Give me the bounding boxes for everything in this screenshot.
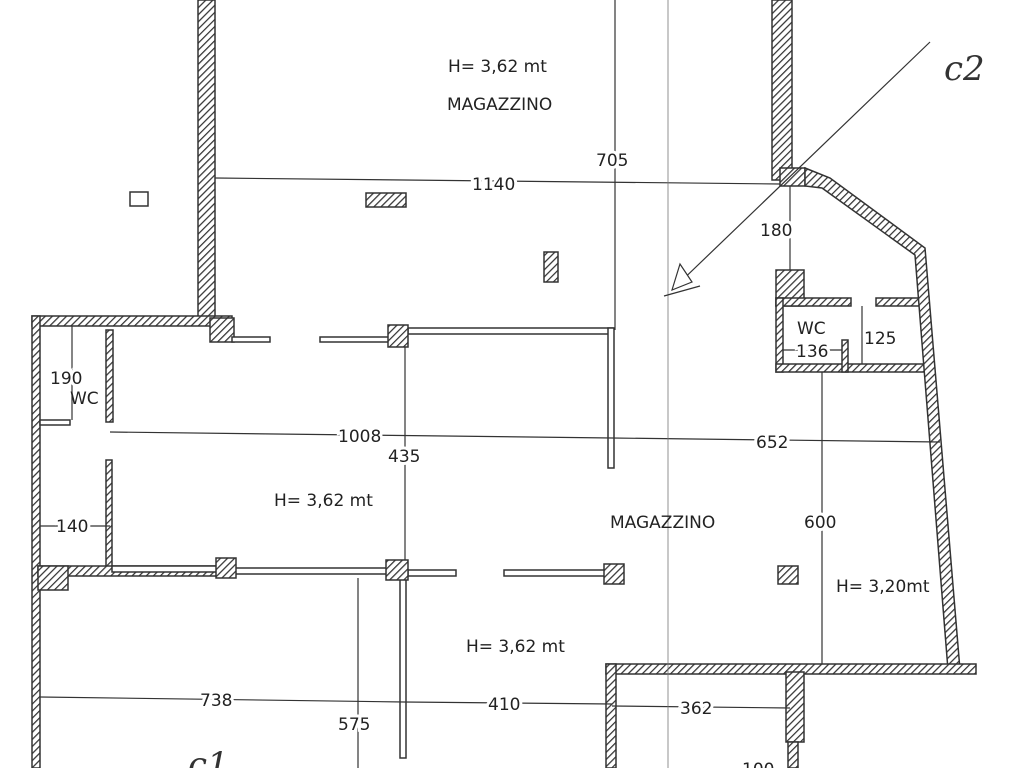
wall-wc-right-left bbox=[775, 297, 784, 373]
wall-top-right-vertical bbox=[771, 0, 793, 181]
room-top-name: MAGAZZINO bbox=[447, 95, 552, 115]
annotation-c2: c2 bbox=[944, 49, 985, 89]
wc-left-door bbox=[39, 419, 71, 426]
pillar-3 bbox=[387, 324, 409, 348]
dim-line-410 bbox=[403, 701, 613, 705]
wall-pillar-left-lower bbox=[37, 565, 69, 591]
wall-outer-left bbox=[31, 315, 41, 768]
partition-lower-b bbox=[231, 567, 391, 575]
dim-435: 435 bbox=[388, 447, 420, 467]
wall-wc-right-top2 bbox=[875, 297, 925, 307]
pillar-7 bbox=[777, 565, 799, 585]
wall-bottom-right-vertical bbox=[785, 671, 805, 743]
dim-1008: 1008 bbox=[338, 427, 381, 447]
dim-140: 140 bbox=[56, 517, 88, 537]
pillar-6 bbox=[603, 563, 625, 585]
wall-top-left-vertical bbox=[197, 0, 216, 323]
dim-738: 738 bbox=[200, 691, 232, 711]
wall-bottom-inner-vertical bbox=[605, 663, 617, 768]
wc-right-label: WC bbox=[797, 319, 826, 339]
wall-left-upper-horizontal bbox=[31, 315, 233, 327]
dim-line-362 bbox=[611, 705, 791, 709]
pillar-2 bbox=[543, 251, 559, 283]
wall-pillar-left-upper bbox=[209, 317, 235, 343]
dim-180: 180 bbox=[760, 221, 792, 241]
dimension-lines bbox=[39, 0, 941, 768]
partition-lower-vertical bbox=[399, 577, 407, 759]
dim-125: 125 bbox=[864, 329, 896, 349]
dim-410: 410 bbox=[488, 695, 520, 715]
walls bbox=[31, 0, 977, 768]
pillar-4 bbox=[215, 557, 237, 579]
handwritten-annotations: c2 c1 bbox=[188, 49, 985, 768]
partition-upper-vertical bbox=[607, 327, 615, 469]
small-square-marker bbox=[129, 191, 149, 207]
pillars bbox=[215, 192, 799, 585]
partition-lower-d bbox=[503, 569, 615, 577]
wall-wc-right-top bbox=[775, 297, 852, 307]
dim-575: 575 bbox=[338, 715, 370, 735]
partitions bbox=[39, 327, 615, 759]
partition-upper-b bbox=[319, 336, 391, 343]
wall-bottom-right-small bbox=[787, 741, 799, 768]
pillar-5 bbox=[385, 559, 409, 581]
wall-wc-right-bottom bbox=[775, 363, 935, 373]
dim-652: 652 bbox=[756, 433, 788, 453]
dim-705: 705 bbox=[596, 151, 628, 171]
section-arrow-c2 bbox=[663, 41, 931, 297]
dim-line-738 bbox=[39, 696, 405, 703]
partition-lower-c bbox=[407, 569, 457, 577]
partition-lower-a bbox=[111, 565, 223, 573]
dim-190: 190 bbox=[50, 369, 82, 389]
room-right-height: H= 3,20mt bbox=[836, 577, 930, 597]
partition-upper-c bbox=[407, 327, 614, 335]
dim-line-652 bbox=[611, 437, 941, 443]
dim-600: 600 bbox=[804, 513, 836, 533]
dim-100: 100 bbox=[742, 760, 774, 768]
pillar-1 bbox=[365, 192, 407, 208]
dim-362: 362 bbox=[680, 699, 712, 719]
wall-left-mid-vertical bbox=[105, 459, 113, 571]
dim-136: 136 bbox=[796, 342, 828, 362]
dim-1140: 1140 bbox=[472, 175, 515, 195]
wc-left-label: WC bbox=[70, 389, 99, 409]
partition-upper-a bbox=[231, 336, 271, 343]
room-bottom-height: H= 3,62 mt bbox=[466, 637, 565, 657]
annotation-c1: c1 bbox=[188, 745, 229, 768]
dim-line-1008 bbox=[109, 431, 613, 439]
room-labels: H= 3,62 mt MAGAZZINO H= 3,62 mt MAGAZZIN… bbox=[70, 57, 930, 657]
wall-wc-right-mid bbox=[841, 339, 849, 373]
room-center-name: MAGAZZINO bbox=[610, 513, 715, 533]
room-center-height: H= 3,62 mt bbox=[274, 491, 373, 511]
dim-line-1140 bbox=[214, 177, 781, 185]
wall-wc-left-inner bbox=[105, 329, 114, 423]
room-top-height: H= 3,62 mt bbox=[448, 57, 547, 77]
dimension-labels: 1140 705 180 190 125 136 1008 435 652 14… bbox=[47, 148, 899, 768]
